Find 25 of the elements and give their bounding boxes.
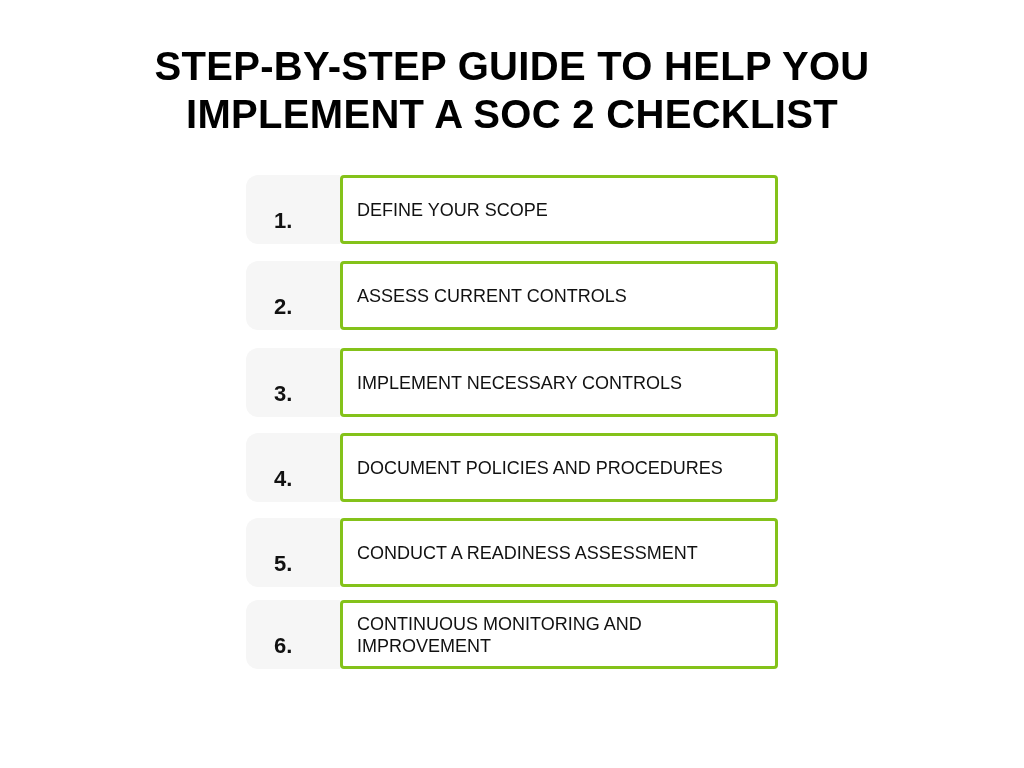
step-number: 3.	[274, 381, 293, 407]
number-tab	[246, 433, 340, 502]
step-number: 6.	[274, 633, 293, 659]
step-number: 4.	[274, 466, 293, 492]
step-text: ASSESS CURRENT CONTROLS	[357, 284, 628, 307]
step-text: DEFINE YOUR SCOPE	[357, 198, 549, 221]
number-tab	[246, 518, 340, 587]
number-tab	[246, 600, 340, 669]
step-box	[340, 348, 778, 417]
number-tab	[246, 261, 340, 330]
step-text: CONDUCT A READINESS ASSESSMENT	[357, 541, 699, 564]
step-box	[340, 175, 778, 244]
title: STEP-BY-STEP GUIDE TO HELP YOU IMPLEMENT A SOC 2 CHECKLIST	[153, 43, 871, 138]
step-box	[340, 433, 778, 502]
step-number: 1.	[274, 208, 293, 234]
step-box	[340, 261, 778, 330]
step-text: CONTINUOUS MONITORING AND IMPROVEMENT	[357, 612, 643, 657]
step-number: 5.	[274, 551, 293, 577]
step-number: 2.	[274, 294, 293, 320]
number-tab	[246, 175, 340, 244]
step-box	[340, 600, 778, 669]
step-text: IMPLEMENT NECESSARY CONTROLS	[357, 371, 684, 394]
step-box	[340, 518, 778, 587]
step-text: DOCUMENT POLICIES AND PROCEDURES	[357, 456, 724, 479]
number-tab	[246, 348, 340, 417]
